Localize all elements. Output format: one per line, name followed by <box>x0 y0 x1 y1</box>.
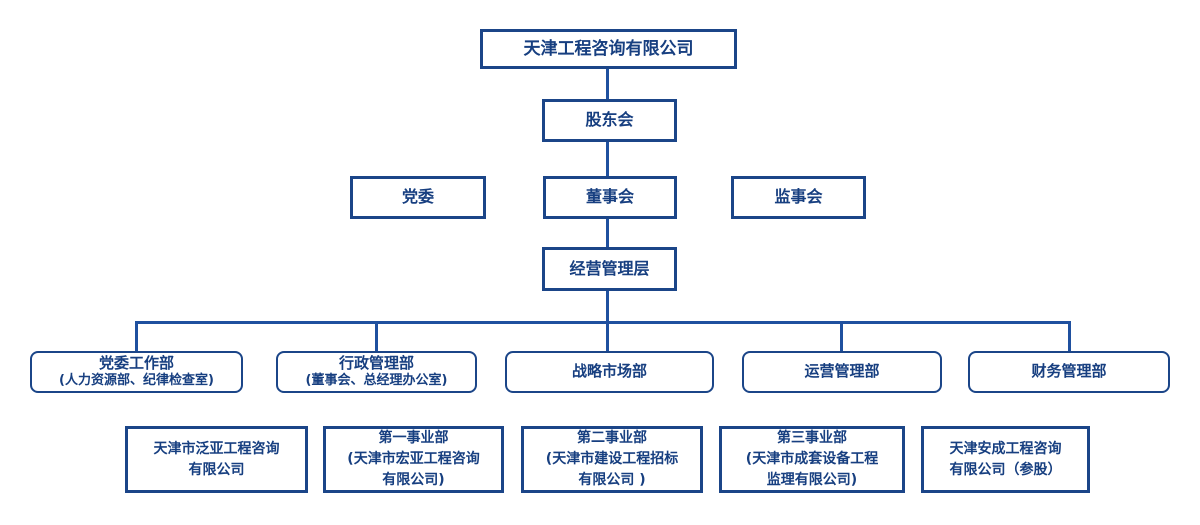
node-label: 运营管理部 <box>804 362 880 381</box>
node-sublabel: (天津市成套设备工程 <box>745 451 879 467</box>
node-dept-party-work: 党委工作部 (人力资源部、纪律检查室) <box>30 351 243 393</box>
node-label: 第一事业部 <box>378 430 449 446</box>
node-sublabel: (天津市建设工程招标 <box>545 451 679 467</box>
node-sub-fanya: 天津市泛亚工程咨询 有限公司 <box>125 426 308 493</box>
connector-drop-dept1 <box>135 321 138 351</box>
node-dept-admin: 行政管理部 (董事会、总经理办公室) <box>276 351 477 393</box>
node-label: 财务管理部 <box>1031 362 1107 381</box>
node-sublabel: (天津市宏亚工程咨询 <box>347 451 480 467</box>
connector-drop-dept2 <box>375 321 378 351</box>
node-label: 第三事业部 <box>777 430 847 446</box>
node-label: 党委 <box>401 187 434 207</box>
node-management: 经营管理层 <box>542 247 677 291</box>
node-label: 战略市场部 <box>571 362 647 381</box>
node-party-committee: 党委 <box>350 176 486 219</box>
node-sub-ancheng: 天津安成工程咨询 有限公司（参股） <box>921 426 1090 493</box>
node-supervisory-board: 监事会 <box>731 176 866 219</box>
node-label: 天津安成工程咨询 <box>949 440 1062 457</box>
node-label: 天津工程咨询有限公司 <box>523 38 694 59</box>
node-sublabel: 有限公司) <box>382 472 445 488</box>
node-dept-finance: 财务管理部 <box>968 351 1170 393</box>
node-label: 第二事业部 <box>577 430 647 446</box>
connector-shareholders-board <box>606 141 609 177</box>
node-sublabel: 有限公司 ) <box>578 472 646 488</box>
node-label: 股东会 <box>585 110 634 130</box>
connector-drop-dept4 <box>840 321 843 351</box>
node-label: 经营管理层 <box>569 258 650 278</box>
node-label: 天津市泛亚工程咨询 <box>153 440 280 457</box>
node-sub-division3: 第三事业部 (天津市成套设备工程 监理有限公司) <box>719 426 905 493</box>
connector-departments-bar <box>135 321 1071 324</box>
connector-management-trunk <box>606 290 609 351</box>
node-dept-operations: 运营管理部 <box>742 351 942 393</box>
node-sub-division1: 第一事业部 (天津市宏亚工程咨询 有限公司) <box>323 426 504 493</box>
node-label: 董事会 <box>585 187 634 207</box>
node-sublabel: 有限公司（参股） <box>949 461 1062 478</box>
node-sub-division2: 第二事业部 (天津市建设工程招标 有限公司 ) <box>521 426 703 493</box>
node-board: 董事会 <box>543 176 677 219</box>
node-sublabel: (人力资源部、纪律检查室) <box>59 373 214 389</box>
connector-board-management <box>606 218 609 249</box>
node-dept-strategy-market: 战略市场部 <box>505 351 714 393</box>
node-label: 行政管理部 <box>338 353 414 372</box>
connector-drop-dept5 <box>1068 321 1071 351</box>
node-root: 天津工程咨询有限公司 <box>480 29 737 69</box>
node-sublabel: 有限公司 <box>188 461 245 478</box>
node-label: 党委工作部 <box>98 353 174 372</box>
node-sublabel: (董事会、总经理办公室) <box>305 373 448 389</box>
node-sublabel: 监理有限公司) <box>766 472 858 488</box>
connector-root-shareholders <box>606 68 609 100</box>
node-label: 监事会 <box>774 187 823 207</box>
node-shareholders: 股东会 <box>542 99 677 142</box>
